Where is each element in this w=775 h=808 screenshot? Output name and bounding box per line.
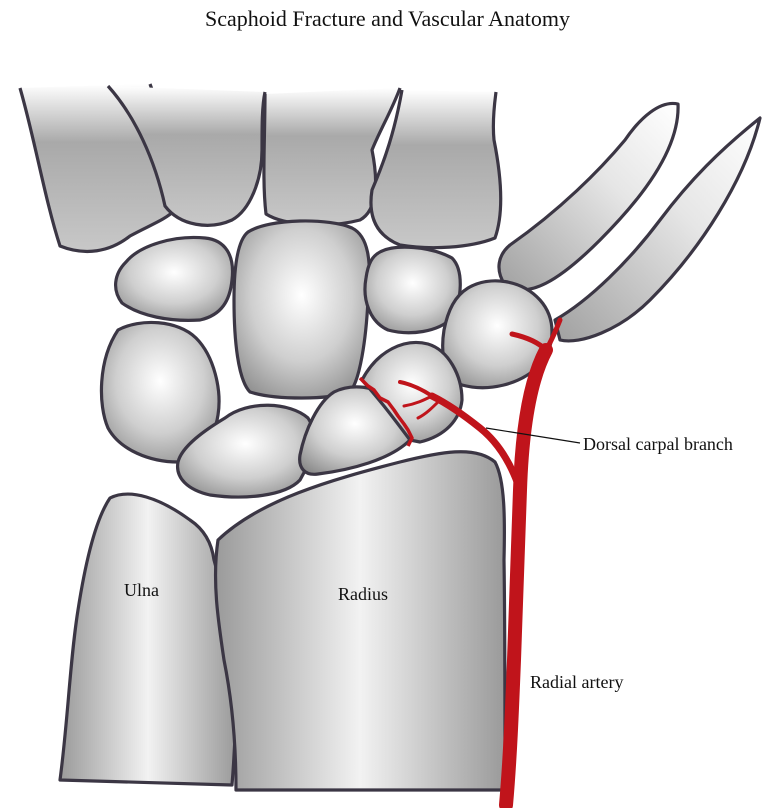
label-ulna: Ulna — [124, 580, 159, 600]
capitate-bone — [234, 221, 369, 398]
dorsal-carpal-branch-leader — [486, 428, 580, 443]
label-dorsal-carpal-branch: Dorsal carpal branch — [583, 434, 733, 454]
hamate-bone — [116, 237, 233, 320]
label-radial-artery: Radial artery — [530, 672, 623, 692]
radius-bone — [216, 452, 505, 790]
label-radius: Radius — [338, 584, 388, 604]
ulna-bone — [60, 494, 236, 785]
